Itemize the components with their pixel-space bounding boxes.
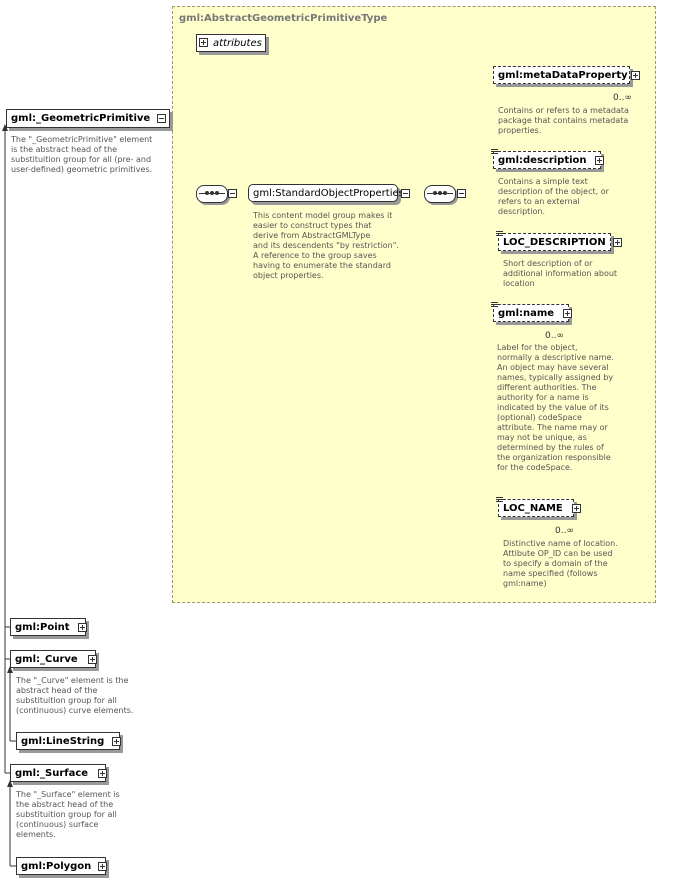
loc-description-element[interactable]: LOC_DESCRIPTION bbox=[498, 233, 611, 251]
expand-metadataproperty-icon[interactable] bbox=[631, 71, 640, 80]
loc-description-doc: Short description of or additional infor… bbox=[503, 259, 618, 288]
attributes-node[interactable]: attributes bbox=[196, 34, 266, 52]
text-content-icon bbox=[496, 231, 503, 238]
expand-description-icon[interactable] bbox=[595, 156, 604, 165]
curve-element[interactable]: gml:_Curve bbox=[10, 650, 96, 668]
expand-surface-icon[interactable] bbox=[98, 769, 107, 778]
expand-name-icon[interactable] bbox=[563, 309, 572, 318]
linestring-element[interactable]: gml:LineString bbox=[16, 732, 120, 750]
metadataproperty-label: gml:metaDataProperty bbox=[498, 69, 628, 81]
point-element[interactable]: gml:Point bbox=[10, 618, 86, 636]
description-element[interactable]: gml:description bbox=[493, 151, 601, 169]
expand-linestring-icon[interactable] bbox=[112, 737, 121, 746]
text-content-icon bbox=[496, 497, 503, 504]
root-doc: The "_GeometricPrimitive" element is the… bbox=[11, 135, 153, 174]
group-label: gml:StandardObjectProperties bbox=[253, 187, 404, 199]
group-node[interactable]: gml:StandardObjectProperties bbox=[248, 184, 404, 202]
metadataproperty-element[interactable]: gml:metaDataProperty bbox=[493, 66, 630, 84]
expand-loc-description-icon[interactable] bbox=[613, 238, 622, 247]
polygon-element[interactable]: gml:Polygon bbox=[16, 857, 106, 875]
curve-label: gml:_Curve bbox=[15, 653, 78, 665]
collapse-group-icon[interactable] bbox=[401, 189, 410, 198]
loc-name-doc: Distinctive name of location. Attibute O… bbox=[503, 539, 618, 588]
loc-name-element[interactable]: LOC_NAME bbox=[498, 499, 574, 517]
metadataproperty-doc: Contains or refers to a metadata package… bbox=[498, 106, 629, 135]
expand-point-icon[interactable] bbox=[78, 623, 87, 632]
surface-element[interactable]: gml:_Surface bbox=[10, 764, 106, 782]
name-cardinality: 0..∞ bbox=[545, 331, 564, 341]
name-element[interactable]: gml:name bbox=[493, 304, 569, 322]
collapse-root-icon[interactable] bbox=[157, 114, 166, 123]
linestring-label: gml:LineString bbox=[21, 735, 105, 747]
sequence-compositor-icon bbox=[196, 185, 228, 203]
curve-doc: The "_Curve" element is the abstract hea… bbox=[16, 676, 134, 715]
type-container: gml:AbstractGeometricPrimitiveType bbox=[172, 6, 656, 603]
description-label: gml:description bbox=[498, 154, 587, 166]
type-title: gml:AbstractGeometricPrimitiveType bbox=[179, 13, 388, 24]
expand-curve-icon[interactable] bbox=[88, 655, 97, 664]
polygon-label: gml:Polygon bbox=[21, 860, 92, 872]
loc-name-cardinality: 0..∞ bbox=[555, 526, 574, 536]
expand-polygon-icon[interactable] bbox=[98, 862, 107, 871]
point-label: gml:Point bbox=[15, 621, 70, 633]
sequence-compositor-2-icon bbox=[424, 185, 456, 203]
expand-attributes-icon[interactable] bbox=[199, 38, 208, 47]
metadataproperty-cardinality: 0..∞ bbox=[613, 93, 632, 103]
description-doc: Contains a simple text description of th… bbox=[498, 177, 609, 216]
surface-label: gml:_Surface bbox=[15, 767, 89, 779]
name-label: gml:name bbox=[498, 307, 555, 319]
loc-name-label: LOC_NAME bbox=[503, 502, 563, 514]
surface-doc: The "_Surface" element is the abstract h… bbox=[16, 790, 120, 839]
group-doc: This content model group makes it easier… bbox=[253, 211, 399, 280]
collapse-sequence-icon[interactable] bbox=[228, 189, 237, 198]
expand-loc-name-icon[interactable] bbox=[572, 504, 581, 513]
root-element[interactable]: gml:_GeometricPrimitive bbox=[6, 109, 170, 128]
name-doc: Label for the object, normally a descrip… bbox=[497, 343, 614, 472]
text-content-icon bbox=[491, 302, 498, 309]
text-content-icon bbox=[491, 149, 498, 156]
attributes-label: attributes bbox=[213, 37, 262, 49]
root-label: gml:_GeometricPrimitive bbox=[11, 113, 151, 124]
loc-description-label: LOC_DESCRIPTION bbox=[503, 236, 606, 248]
collapse-sequence-2-icon[interactable] bbox=[457, 189, 466, 198]
